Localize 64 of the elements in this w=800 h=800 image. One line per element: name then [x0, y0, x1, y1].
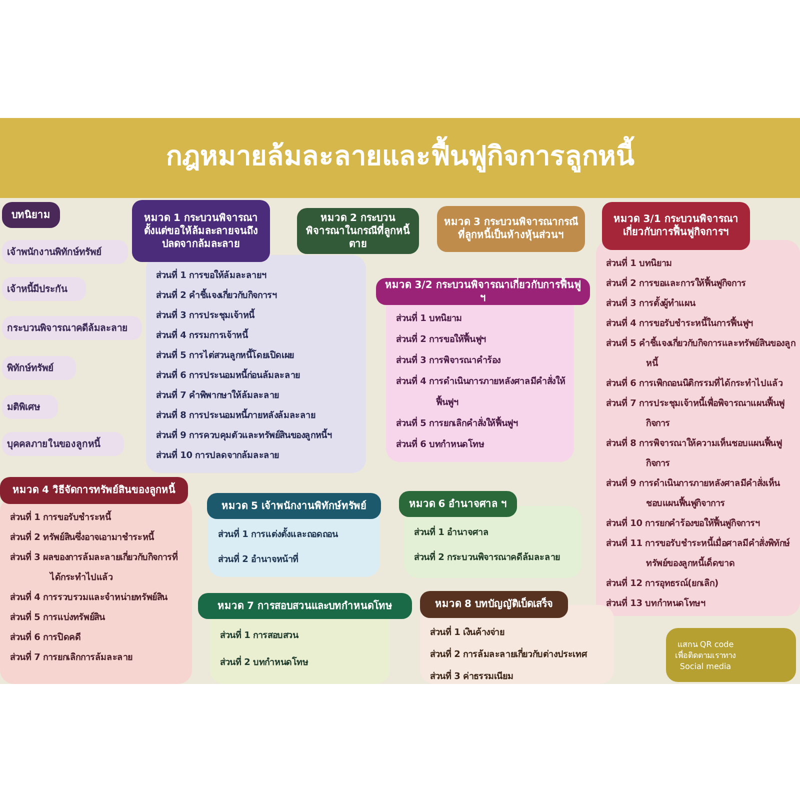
section-item: ส่วนที่ 13 บทกำหนดโทษฯ [606, 594, 796, 614]
section-item: ส่วนที่ 7 คำพิพากษาให้ล้มละลาย [156, 386, 362, 406]
section-item: ส่วนที่ 12 การอุทธรณ์(ยกเลิก) [606, 574, 796, 594]
section-item: ส่วนที่ 6 การปิดคดี [10, 628, 188, 648]
section-item: ส่วนที่ 10 การปลดจากล้มละลาย [156, 446, 362, 466]
term-tag: พิทักษ์ทรัพย์ [2, 356, 76, 380]
section-item: ส่วนที่ 3 การตั้งผู้ทำแผน [606, 294, 796, 314]
section-item: ส่วนที่ 1 การสอบสวน [220, 623, 386, 650]
section-item: ส่วนที่ 2 คำชี้แจงเกี่ยวกับกิจการฯ [156, 286, 362, 306]
section-item: ส่วนที่ 3 ผลของการล้มละลายเกี่ยวกับกิจการที่ได้กระทำไปแล้ว [10, 548, 188, 588]
section-item: ส่วนที่ 1 การแต่งตั้งและถอดถอน [218, 523, 376, 548]
section-item: ส่วนที่ 10 การยกคำร้องขอให้ฟื้นฟูกิจการฯ [606, 514, 796, 534]
section-item: ส่วนที่ 6 การประนอมหนี้ก่อนล้มละลาย [156, 366, 362, 386]
section-item: ส่วนที่ 3 การพิจารณาคำร้อง [396, 351, 570, 372]
section-item: ส่วนที่ 9 การดำเนินการภายหลังศาลมีคำสั่งเห็นชอบแผนฟื้นฟูกิจาการ [606, 474, 796, 514]
section-item: ส่วนที่ 9 การควบคุมตัวและทรัพย์สินของลูกหนี้ฯ [156, 426, 362, 446]
section-item: ส่วนที่ 4 การดำเนินการภายหลังศาลมีคำสั่งให้ฟื้นฟูฯ [396, 372, 570, 414]
section-item: ส่วนที่ 5 การแบ่งทรัพย์สิน [10, 608, 188, 628]
term-tag: บุคคลภายในของลูกหนี้ [2, 432, 124, 456]
chapter-heading: หมวด 5 เจ้าพนักงานพิทักษ์ทรัพย์ [207, 493, 381, 519]
section-item: ส่วนที่ 3 การประชุมเจ้าหนี้ [156, 306, 362, 326]
section-item: ส่วนที่ 6 บทกำหนดโทษ [396, 435, 570, 456]
info-box: แสกน QR code เพื่อติดตามเราทาง Social media [666, 628, 796, 682]
section-item: ส่วนที่ 2 บทกำหนดโทษ [220, 650, 386, 677]
section-item: ส่วนที่ 7 การประชุมเจ้าหนี้เพื่อพิจารณาแผนฟื้นฟูกิจการ [606, 394, 796, 434]
section-item: ส่วนที่ 2 การล้มละลายเกี่ยวกับต่างประเทศ [430, 644, 610, 666]
section-item: ส่วนที่ 8 การพิจารณาให้ความเห็นชอบแผนฟื้นฟูกิจการ [606, 434, 796, 474]
term-tag: เจ้าพนักงานพิทักษ์ทรัพย์ [2, 240, 128, 264]
section-item: ส่วนที่ 1 การขอให้ล้มละลายฯ [156, 266, 362, 286]
section-item: ส่วนที่ 1 เงินค้างจ่าย [430, 622, 610, 644]
chapter-heading: หมวด 7 การสอบสวนและบทกำหนดโทษ [198, 593, 412, 619]
term-tag: เจ้าหนี้มีประกัน [2, 277, 86, 301]
section-item: ส่วนที่ 5 การยกเลิกคำสั่งให้ฟื้นฟูฯ [396, 414, 570, 435]
section-item: ส่วนที่ 8 การประนอมหนี้ภายหลังล้มละลาย [156, 406, 362, 426]
section-item: ส่วนที่ 2 อำนาจหน้าที่ [218, 548, 376, 573]
section-item: ส่วนที่ 1 อำนาจศาล [414, 521, 578, 546]
section-item: ส่วนที่ 11 การขอรับชำระหนี้เมื่อศาลมีคำสั่งพิทักษ์ทรัพย์ของลูกหนี้เด็ดขาด [606, 534, 796, 574]
chapter-heading: บทนิยาม [2, 202, 60, 228]
term-tag: มติพิเศษ [2, 395, 58, 419]
section-item: ส่วนที่ 6 การเพิกถอนนิติกรรมที่ได้กระทำไปแล้ว [606, 374, 796, 394]
section-item: ส่วนที่ 5 การไต่สวนลูกหนี้โดยเปิดเผย [156, 346, 362, 366]
chapter-heading: หมวด 3 กระบวนพิจารณากรณีที่ลูกหนี้เป็นห้างหุ้นส่วนฯ [437, 206, 585, 252]
section-item: ส่วนที่ 2 การขอและการให้ฟื้นฟูกิจการ [606, 274, 796, 294]
chapter-heading: หมวด 3/2 กระบวนพิจารณาเกี่ยวกับการฟื้นฟู ฯ [376, 278, 590, 305]
section-item: ส่วนที่ 5 คำชี้แจงเกี่ยวกับกิจการและทรัพย์สินของลูกหนี้ [606, 334, 796, 374]
section-item: ส่วนที่ 1 บทนิยาม [396, 309, 570, 330]
poster-title: กฎหมายล้มละลายและฟื้นฟูกิจการลูกหนี้ [0, 138, 800, 176]
section-item: ส่วนที่ 1 การขอรับชำระหนี้ [10, 508, 188, 528]
section-item: ส่วนที่ 2 การขอให้ฟื้นฟูฯ [396, 330, 570, 351]
section-item: ส่วนที่ 2 ทรัพย์สินซึ่งอาจเอามาชำระหนี้ [10, 528, 188, 548]
section-item: ส่วนที่ 1 บทนิยาม [606, 254, 796, 274]
chapter-heading: หมวด 4 วิธีจัดการทรัพย์สินของลูกหนี้ [0, 477, 188, 504]
section-item: ส่วนที่ 4 การขอรับชำระหนี้ในการฟื้นฟูฯ [606, 314, 796, 334]
section-item: ส่วนที่ 4 กรรมการเจ้าหนี้ [156, 326, 362, 346]
section-item: ส่วนที่ 2 กระบวนพิจารณาคดีล้มละลาย [414, 546, 578, 571]
term-tag: กระบวนพิจารณาคดีล้มละลาย [2, 316, 142, 340]
chapter-heading: หมวด 2 กระบวนพิจารณาในกรณีที่ลูกหนี้ตาย [297, 208, 419, 254]
chapter-heading: หมวด 6 อำนาจศาล ฯ [399, 491, 517, 517]
chapter-heading: หมวด 1 กระบวนพิจารณาตั้งแต่ขอให้ล้มละลายจนถึงปลดจากล้มละลาย [132, 200, 270, 262]
chapter-heading: หมวด 3/1 กระบวนพิจารณาเกี่ยวกับการฟื้นฟูกิจการฯ [602, 202, 750, 250]
section-item: ส่วนที่ 3 ค่าธรรมเนียม [430, 666, 610, 688]
section-item: ส่วนที่ 4 การรวบรวมและจำหน่ายทรัพย์สิน [10, 588, 188, 608]
section-item: ส่วนที่ 7 การยกเลิกการล้มละลาย [10, 648, 188, 668]
chapter-heading: หมวด 8 บทบัญญัติเบ็ดเสร็จ [420, 591, 568, 618]
